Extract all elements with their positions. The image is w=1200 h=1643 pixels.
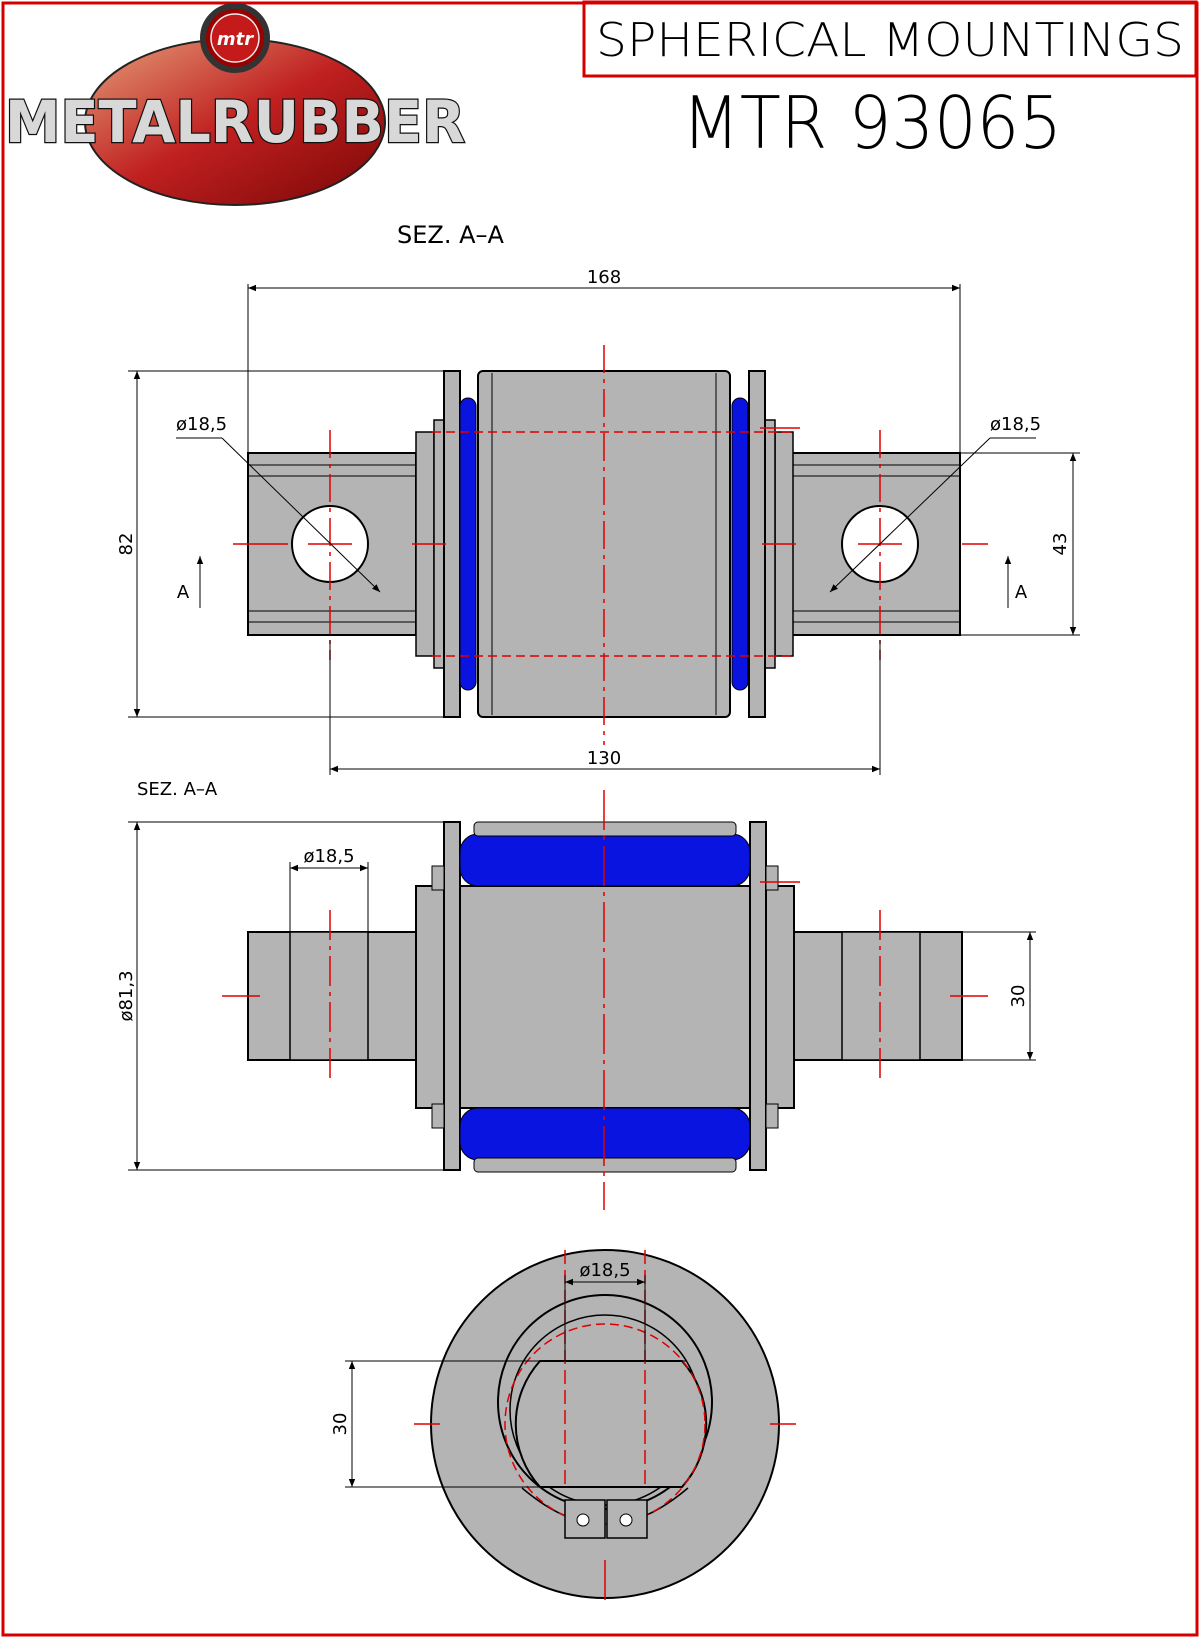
section-mark-left: A <box>177 582 190 603</box>
bot-dim-flat: 30 <box>330 1413 351 1436</box>
title-box <box>582 0 1198 78</box>
dim-hole-left: ø18,5 <box>176 414 227 435</box>
bot-dim-hole: ø18,5 <box>579 1260 630 1281</box>
mid-rubber-upper <box>459 833 751 887</box>
title-text: SPHERICAL MOUNTINGS <box>596 13 1184 67</box>
mid-rubber-lower <box>459 1107 751 1161</box>
bottom-view: ø18,5 30 <box>330 1249 796 1600</box>
metalrubber-logo: mtr METALRUBBER <box>4 3 466 206</box>
top-left-washer <box>443 370 461 718</box>
middle-view: SEZ. A–A ø18,5 ø <box>116 779 1036 1210</box>
bot-pin-section <box>514 1360 708 1488</box>
section-mark-right: A <box>1015 582 1028 603</box>
dim-end-height: 43 <box>1050 533 1071 556</box>
dim-hole-spacing: 130 <box>587 748 621 769</box>
mid-body <box>415 885 795 1109</box>
dim-hole-right: ø18,5 <box>990 414 1041 435</box>
logo-brand-text: METALRUBBER <box>5 88 465 156</box>
logo-badge-text: mtr <box>217 29 254 50</box>
top-rubber-left <box>459 397 477 691</box>
mid-dim-thickness: 30 <box>1008 985 1029 1008</box>
top-rubber-right <box>731 397 749 691</box>
dim-overall-length: 168 <box>587 267 621 288</box>
part-number: MTR 93065 <box>682 81 1062 165</box>
top-section-label: SEZ. A–A <box>397 221 505 249</box>
mid-dim-diameter: ø81,3 <box>116 970 137 1021</box>
middle-section-label: SEZ. A–A <box>137 779 218 800</box>
mid-dim-hole: ø18,5 <box>303 846 354 867</box>
dim-height: 82 <box>116 533 137 556</box>
top-view: SEZ. A–A <box>116 221 1080 775</box>
